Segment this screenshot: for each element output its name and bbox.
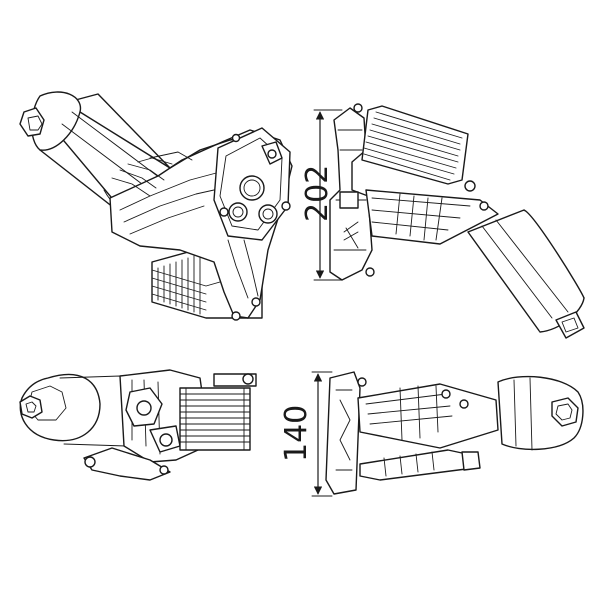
filter-cap: [19, 373, 127, 447]
front-housing: [83, 369, 257, 481]
view-isometric: [19, 91, 293, 321]
view-side-elevation: 202: [300, 103, 585, 339]
dimension-depth: 140: [279, 371, 333, 497]
view-front-elevation: [19, 369, 257, 481]
dimension-label-140: 140: [279, 405, 314, 462]
side-housing: [329, 103, 585, 339]
housing-body: [109, 127, 293, 321]
dimension-label-202: 202: [300, 165, 335, 222]
dimension-height: 202: [300, 109, 343, 281]
plan-housing: [325, 371, 584, 495]
view-plan: 140: [279, 371, 584, 497]
